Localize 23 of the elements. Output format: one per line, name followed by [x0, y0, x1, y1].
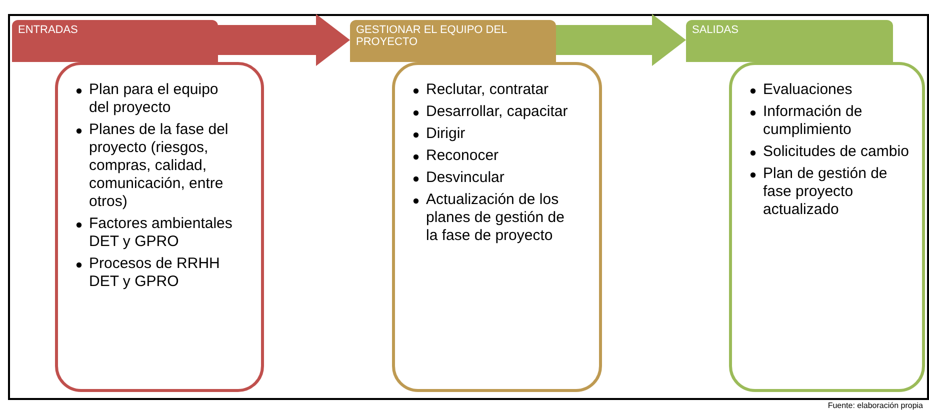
block-arrow: [556, 14, 686, 66]
stage-header: ENTRADAS: [12, 20, 218, 62]
block-arrow: [218, 14, 350, 66]
list-item: Dirigir: [426, 125, 466, 143]
stage-header: GESTIONAR EL EQUIPO DEL PROYECTO: [350, 20, 556, 62]
list-item: Reconocer: [426, 147, 500, 165]
list-item: Evaluaciones: [763, 81, 854, 99]
list-item: Factores ambientales DET y GPRO: [89, 215, 234, 251]
list-item: Información de cumplimiento: [763, 103, 864, 139]
source-note: Fuente: elaboración propia: [828, 401, 923, 410]
list-item: Plan de gestión de fase proyecto actualizado: [763, 165, 888, 219]
list-card: [392, 62, 602, 392]
list-item: Desarrollar, capacitar: [426, 103, 569, 121]
list-item: Reclutar, contratar: [426, 81, 550, 99]
list-item: Actualización de los planes de gestión de la fase de proyecto: [426, 191, 566, 245]
list-card: [55, 62, 264, 392]
list-item: Plan para el equipo del proyecto: [89, 81, 220, 117]
list-item: Procesos de RRHH DET y GPRO: [89, 255, 221, 291]
list-item: Solicitudes de cambio: [763, 143, 909, 161]
list-card: [729, 62, 925, 392]
stage-header: SALIDAS: [686, 20, 893, 62]
list-item: Desvincular: [426, 169, 506, 187]
list-item: Planes de la fase del proyecto (riesgos, compras, calidad, comunicación, entre otros): [89, 121, 230, 211]
